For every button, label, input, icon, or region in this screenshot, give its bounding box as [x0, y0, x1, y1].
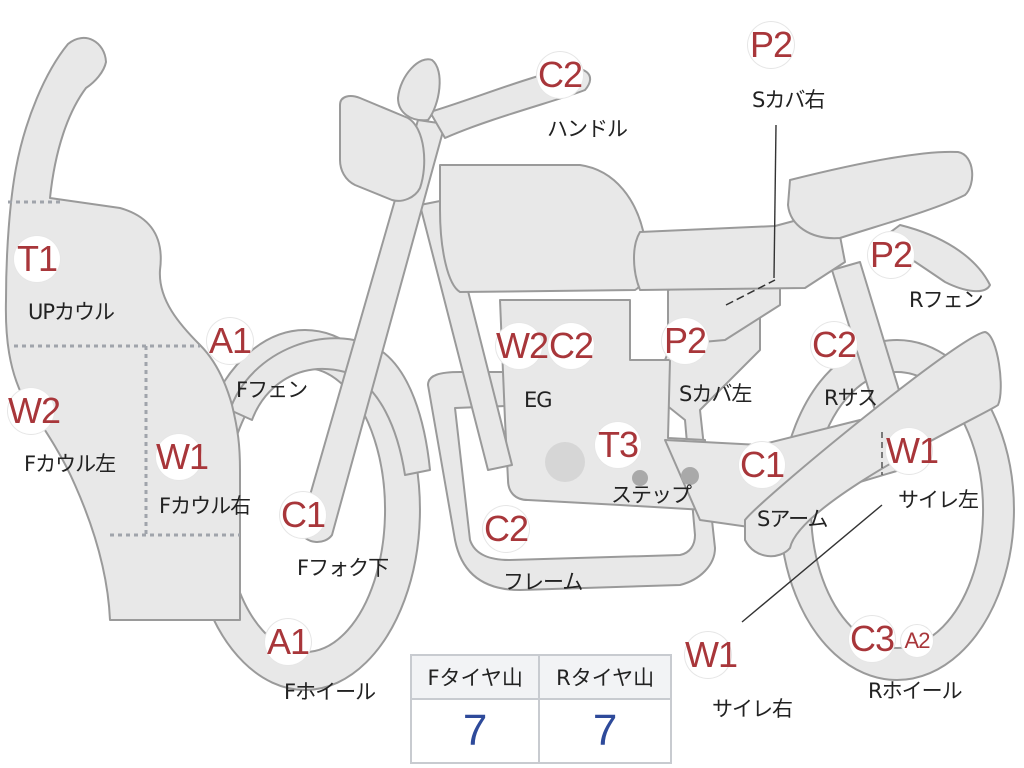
label-rear-wheel: Rホイール	[868, 679, 963, 703]
grade-front-cowl-right: W1	[156, 434, 209, 480]
grade-muffler-right: W1	[685, 632, 738, 678]
grade-rear-suspension: C2	[811, 322, 857, 368]
mirror-shape	[397, 58, 441, 122]
label-side-cover-left: Sカバ左	[679, 382, 752, 406]
front-tire-value: 7	[409, 698, 541, 764]
footpeg-front	[632, 470, 648, 486]
grade-rear-wheel-1: C3	[849, 616, 895, 662]
grade-front-wheel: A1	[265, 619, 311, 665]
muffler-shape	[744, 331, 1002, 558]
rear-tire-value: 7	[538, 698, 672, 764]
label-up-cowl: UPカウル	[28, 300, 115, 324]
grade-up-cowl: T1	[14, 236, 60, 282]
label-frame: フレーム	[503, 570, 583, 594]
grade-front-fork-lower: C1	[280, 492, 326, 538]
grade-front-cowl-left: W2	[8, 388, 61, 434]
rear-cowl-shape	[787, 150, 974, 240]
grade-frame: C2	[483, 506, 529, 552]
grade-muffler-left: W1	[886, 428, 939, 474]
label-handle: ハンドル	[547, 117, 628, 141]
label-side-cover-right: Sカバ右	[752, 88, 825, 112]
side-cover-pointer-dash	[725, 279, 776, 306]
label-front-wheel: Fホイール	[284, 680, 376, 704]
fuel-tank-shape	[439, 164, 648, 293]
grade-rear-fender: P2	[868, 232, 914, 278]
rear-tire-header: Rタイヤ山	[538, 654, 672, 700]
grade-front-fender: A1	[207, 318, 253, 364]
grade-engine-1: W2	[496, 323, 549, 369]
label-step: ステップ	[611, 483, 692, 507]
front-fender-shape	[229, 337, 431, 476]
cowl-shape	[4, 37, 241, 621]
footpeg-rear	[681, 467, 699, 485]
grade-handle: C2	[537, 52, 583, 98]
label-muffler-right: サイレ右	[712, 697, 793, 721]
grade-engine-2: C2	[548, 323, 594, 369]
leader-muffler-right	[741, 504, 883, 623]
label-front-fender: Fフェン	[236, 378, 308, 402]
grade-step: T3	[595, 422, 641, 468]
grade-side-cover-right: P2	[748, 22, 794, 68]
label-muffler-left: サイレ左	[898, 488, 979, 512]
headlight-shape	[339, 95, 426, 202]
leader-side-cover-right	[773, 124, 777, 279]
label-front-fork-lower: Fフォク下	[297, 556, 389, 580]
label-front-cowl-left: Fカウル左	[24, 452, 116, 476]
label-rear-fender: Rフェン	[909, 288, 984, 312]
engine-cover-circle	[545, 442, 585, 482]
label-rear-suspension: Rサス	[824, 386, 878, 410]
downtube-shape	[419, 199, 513, 471]
front-tire-header: Fタイヤ山	[409, 654, 541, 700]
tire-tread-table: Fタイヤ山 Rタイヤ山 7 7	[409, 654, 672, 764]
grade-swing-arm: C1	[739, 442, 785, 488]
grade-side-cover-left: P2	[662, 318, 708, 364]
label-engine: EG	[524, 388, 553, 412]
label-front-cowl-right: Fカウル右	[159, 494, 251, 518]
label-swing-arm: Sアーム	[757, 507, 828, 531]
grade-rear-wheel-2: A2	[901, 625, 933, 657]
